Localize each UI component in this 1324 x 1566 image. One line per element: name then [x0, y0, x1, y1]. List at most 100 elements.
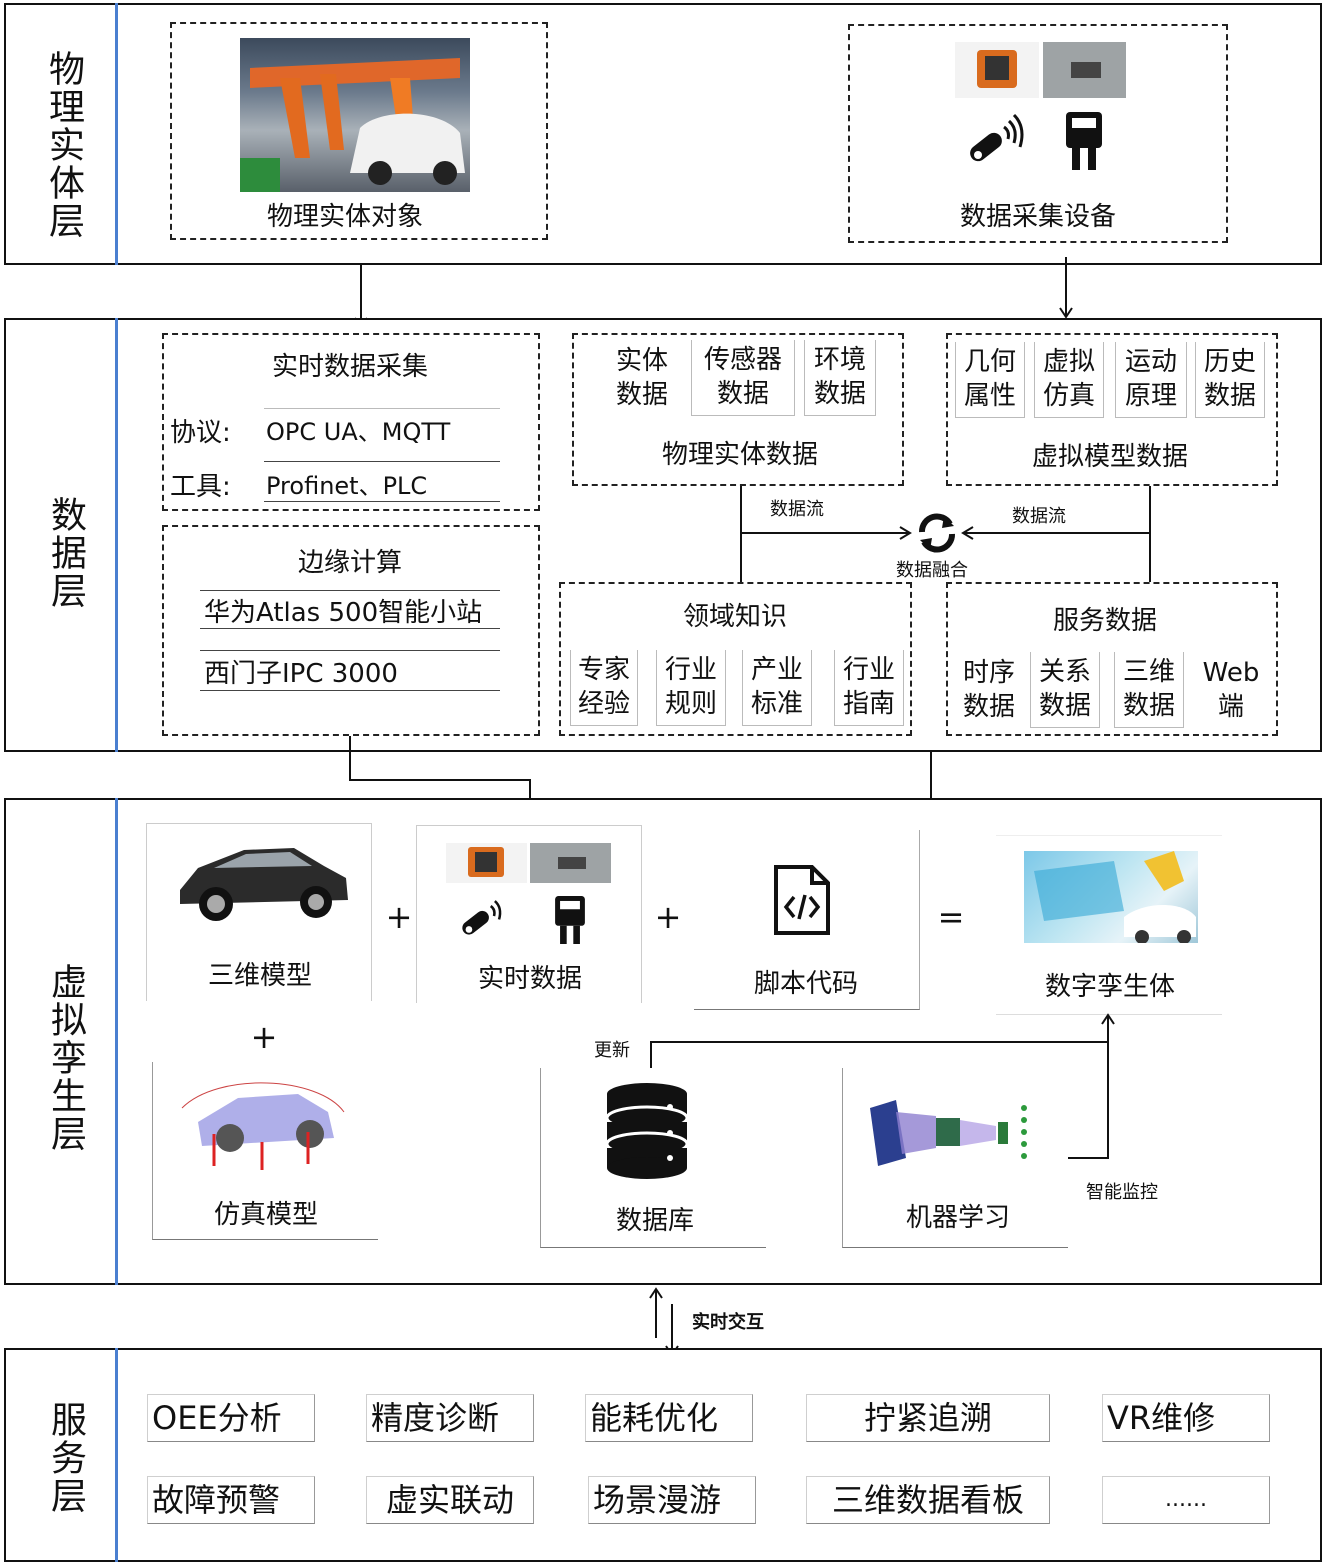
edge-item-huawei: 华为Atlas 500智能小站: [204, 598, 483, 628]
tool-value: Profinet、PLC: [266, 472, 428, 500]
physical-entity-label: 物理实体对象: [266, 202, 423, 232]
barcode-reader-icon: [1066, 112, 1102, 170]
service-cell-3d: 三维 数据: [1114, 652, 1184, 728]
physical-layer-title: 物理实体层: [43, 50, 84, 240]
plus-2: +: [654, 898, 682, 936]
code-file-icon: [774, 865, 830, 935]
realtime-acquisition-title: 实时数据采集: [271, 352, 428, 382]
data-device-box: [848, 24, 1228, 243]
physical-data-title: 物理实体数据: [661, 440, 818, 470]
factory-photo: [240, 38, 470, 192]
protocol-underline: [264, 461, 500, 462]
domain-knowledge-title: 领域知识: [682, 602, 787, 632]
model3d-panel: [146, 823, 372, 1001]
database-label: 数据库: [615, 1206, 694, 1236]
vm-cell-motion: 运动 原理: [1115, 342, 1187, 418]
database-panel: [540, 1068, 766, 1248]
domain-cell-standards: 产业 标准: [742, 650, 812, 726]
rt-sensor-photo: [446, 843, 527, 883]
neural-network-image: [870, 1100, 1027, 1166]
monitor-label: 智能监控: [1086, 1182, 1158, 1203]
sim-model-panel: [152, 1062, 378, 1240]
ml-panel: [842, 1068, 1068, 1248]
model3d-label: 三维模型: [207, 961, 312, 991]
service-data-title: 服务数据: [1052, 606, 1157, 636]
service-cell-timeseries: 时序 数据: [962, 658, 1015, 722]
physical-entity-box: [170, 22, 548, 240]
data-layer-side: [4, 318, 118, 752]
data-device-label: 数据采集设备: [959, 202, 1116, 232]
physical-layer-side: [4, 3, 118, 265]
protocol-top-line: [264, 408, 500, 409]
realtime-interaction-label: 实时交互: [692, 1312, 764, 1333]
scanner-photo: [1043, 42, 1126, 98]
twin-panel: [996, 835, 1222, 1015]
ml-label: 机器学习: [905, 1203, 1010, 1233]
service-more: ......: [1102, 1476, 1270, 1524]
protocol-value: OPC UA、MQTT: [266, 418, 451, 446]
service-cell-relational: 关系 数据: [1030, 652, 1100, 728]
edge-line-1: [200, 590, 500, 591]
car-model-image: [180, 848, 348, 921]
rt-remote-sensor-icon: [462, 900, 502, 935]
domain-cell-expert: 专家 经验: [570, 650, 638, 726]
service-virtual-linkage: 虚实联动: [366, 1476, 534, 1524]
database-icon: [605, 1083, 689, 1179]
rt-barcode-reader-icon: [555, 896, 585, 944]
physical-data-cell-sensor: 传感器 数据: [691, 340, 795, 416]
tool-label: 工具:: [170, 472, 231, 502]
script-panel: [694, 830, 920, 1010]
data-fusion-label: 数据融合: [896, 560, 968, 581]
service-energy: 能耗优化: [585, 1394, 753, 1442]
data-layer: [4, 318, 1322, 752]
edge-computing-box: [162, 525, 540, 736]
service-precision: 精度诊断: [366, 1394, 534, 1442]
service-tightening: 拧紧追溯: [806, 1394, 1050, 1442]
sensor-photo: [955, 42, 1039, 98]
sim-model-label: 仿真模型: [213, 1200, 318, 1230]
service-fault-warning: 故障预警: [147, 1476, 315, 1524]
service-3d-dashboard: 三维数据看板: [806, 1476, 1050, 1524]
vm-cell-simulation: 虚拟 仿真: [1034, 342, 1104, 418]
virtual-model-data-box: [946, 333, 1278, 486]
physical-data-cell-environment: 环境 数据: [804, 340, 876, 416]
script-label: 脚本代码: [753, 969, 858, 999]
virtual-layer-title: 虚拟孪生层: [45, 963, 86, 1153]
data-flow-left-label: 数据流: [770, 499, 824, 520]
data-layer-title: 数据层: [45, 496, 86, 610]
digital-twin-label: 数字孪生体: [1044, 972, 1175, 1002]
edge-line-2: [200, 628, 500, 629]
vm-cell-geometry: 几何 属性: [955, 342, 1025, 418]
service-layer-title: 服务层: [45, 1401, 86, 1515]
service-cell-web: Web 端: [1202, 658, 1260, 722]
physical-data-cell-entity: 实体 数据: [615, 346, 668, 410]
plus-1: +: [385, 898, 413, 936]
edge-line-4: [200, 690, 500, 691]
sync-icon: [919, 513, 955, 553]
domain-cell-rules: 行业 规则: [656, 650, 726, 726]
plus-3: +: [250, 1018, 278, 1056]
service-scene-roaming: 场景漫游: [588, 1476, 756, 1524]
virtual-layer-side: [4, 798, 118, 1285]
edge-line-3: [200, 650, 500, 651]
physical-data-box: [572, 333, 904, 486]
protocol-label: 协议:: [170, 418, 231, 448]
tool-underline: [264, 501, 500, 502]
service-data-box: [946, 582, 1278, 736]
simulation-car-image: [181, 1082, 345, 1170]
realtime-data-panel: [416, 825, 642, 1003]
realtime-acquisition-box: [162, 333, 540, 511]
update-label: 更新: [594, 1040, 630, 1061]
data-flow-right-label: 数据流: [1012, 506, 1066, 527]
digital-twin-image: [1024, 851, 1198, 943]
realtime-data-label: 实时数据: [477, 964, 582, 994]
edge-computing-title: 边缘计算: [297, 548, 402, 578]
domain-knowledge-box: [559, 582, 912, 736]
virtual-model-data-title: 虚拟模型数据: [1031, 442, 1188, 472]
service-layer: [4, 1348, 1322, 1562]
edge-item-siemens: 西门子IPC 3000: [204, 659, 398, 689]
service-layer-side: [4, 1348, 118, 1562]
remote-sensor-icon: [970, 113, 1024, 162]
